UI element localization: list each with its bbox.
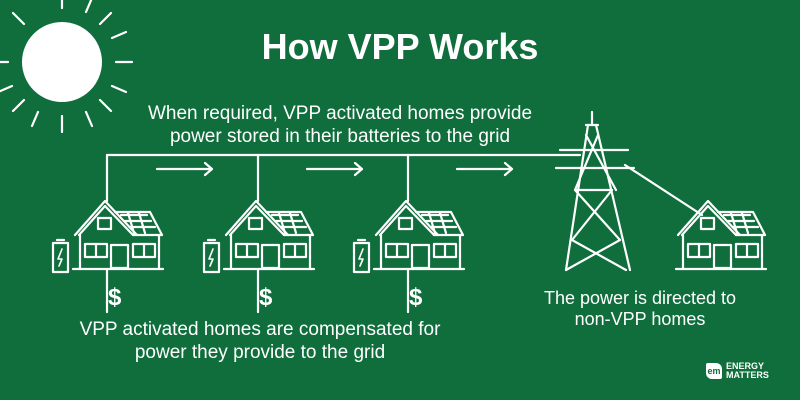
battery-icon: [352, 238, 371, 274]
dollar-icon: $: [108, 284, 122, 311]
vpp-house-icon: [71, 199, 165, 271]
transmission-tower-icon: [554, 110, 636, 272]
arrow-icon: [155, 161, 214, 177]
page-title: How VPP Works: [261, 26, 539, 67]
battery-icon: [202, 238, 221, 274]
dollar-icon: $: [409, 284, 423, 311]
arrow-icon: [305, 161, 364, 177]
arrow-icon: [455, 161, 514, 177]
non-vpp-house-icon: [674, 199, 768, 271]
vpp-house-icon: [372, 199, 466, 271]
vpp-house-icon: [222, 199, 316, 271]
compensation-caption: VPP activated homes are compensated for …: [79, 319, 441, 363]
battery-icon: [51, 238, 70, 274]
logo-line2: MATTERS: [726, 370, 769, 380]
non-vpp-caption: The power is directed to non-VPP homes: [543, 288, 737, 329]
logo-line1: ENERGY: [726, 361, 765, 371]
logo-mark: em: [706, 363, 722, 379]
dollar-icon: $: [259, 284, 273, 311]
grid-line: [623, 163, 704, 217]
grid-supply-caption: When required, VPP activated homes provi…: [147, 103, 533, 147]
sun-icon: [0, 0, 134, 134]
